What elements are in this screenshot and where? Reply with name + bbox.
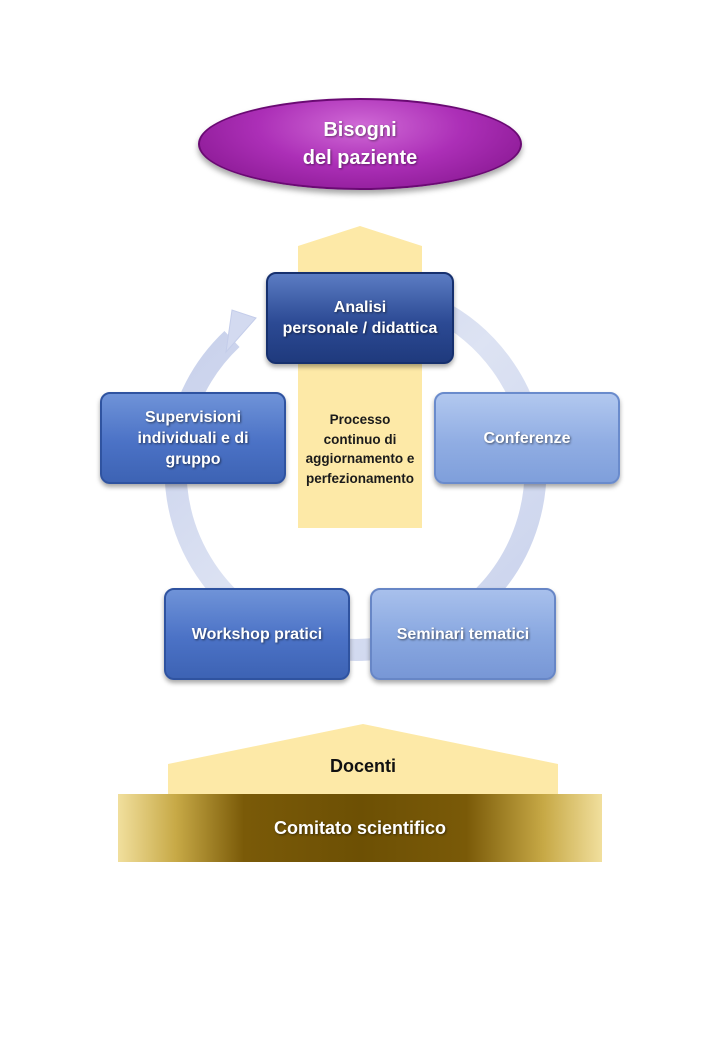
patient-needs-line2: del paziente — [302, 147, 418, 169]
step-conferenze-label: Conferenze — [483, 429, 571, 447]
step-workshop: Workshop pratici — [164, 588, 350, 680]
step-seminari: Seminari tematici — [370, 588, 556, 680]
center-line1: Processo — [329, 412, 391, 427]
cycle-arrowhead — [225, 309, 257, 354]
step-workshop-label: Workshop pratici — [191, 625, 323, 643]
step-seminari-label: Seminari tematici — [396, 625, 530, 643]
patient-needs-ellipse: Bisogni del paziente — [198, 98, 522, 190]
step-supervisioni-line3: gruppo — [165, 450, 221, 468]
step-supervisioni-line2: individuali e di — [137, 429, 249, 447]
teachers-label: Docenti — [329, 756, 396, 776]
scientific-committee-label: Comitato scientifico — [273, 817, 447, 838]
center-label: Processo continuo di aggiornamento e per… — [298, 410, 422, 488]
center-line4: perfezionamento — [305, 470, 414, 486]
patient-needs-line1: Bisogni — [323, 119, 397, 141]
teachers-pentagon — [168, 724, 558, 794]
step-analisi-line2: personale / didattica — [282, 320, 438, 337]
scientific-committee-bar: Comitato scientifico — [118, 794, 602, 862]
step-conferenze: Conferenze — [434, 392, 620, 484]
step-supervisioni: Supervisioni individuali e di gruppo — [100, 392, 286, 484]
step-analisi: Analisi personale / didattica — [266, 272, 454, 364]
center-line2: continuo di — [323, 431, 397, 447]
step-analisi-line1: Analisi — [333, 299, 387, 316]
center-line3: aggiornamento e — [305, 451, 415, 466]
step-supervisioni-line1: Supervisioni — [144, 408, 242, 426]
